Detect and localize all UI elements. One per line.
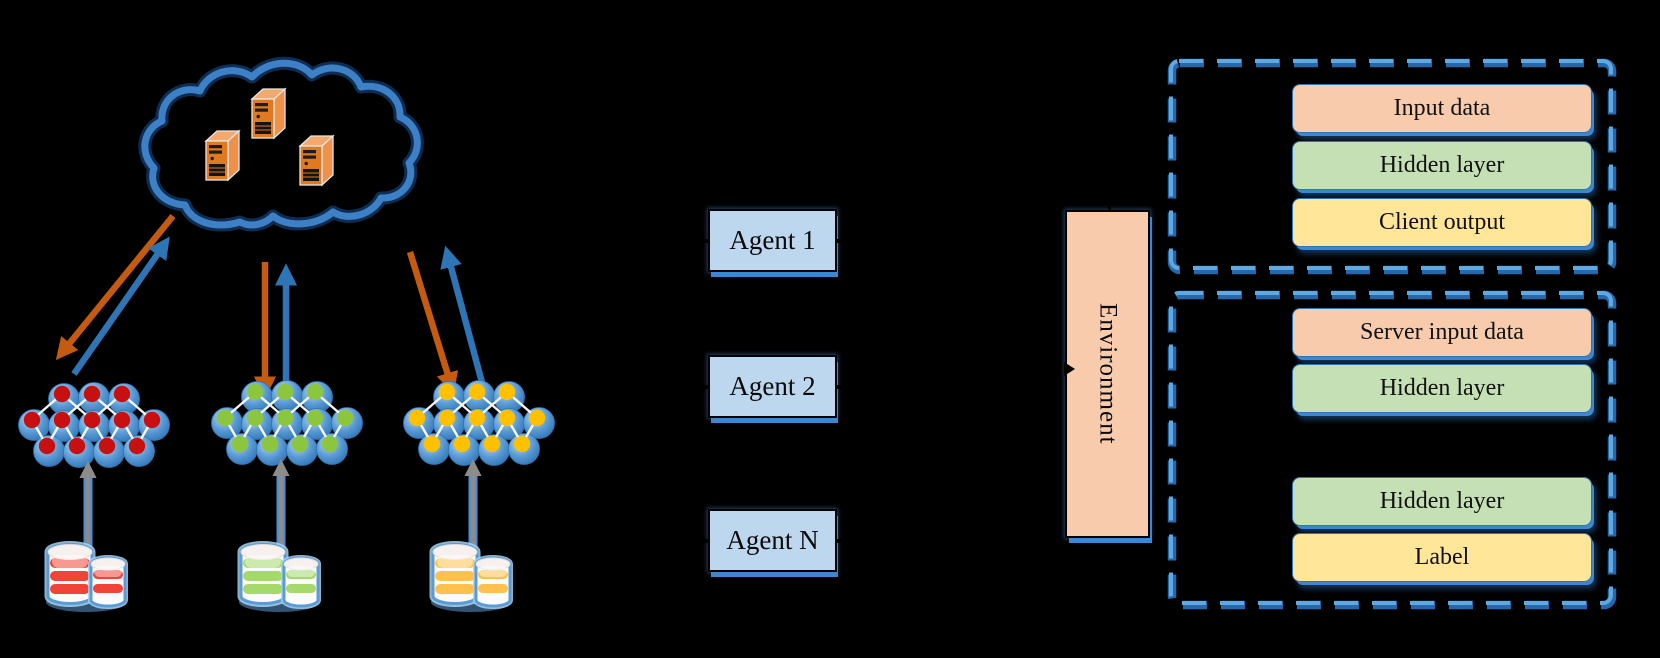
database-icon-client-2 xyxy=(239,545,319,613)
layer-label: Hidden layer xyxy=(1379,375,1505,401)
layer-label: Server input data xyxy=(1360,319,1524,345)
server-dashed-border xyxy=(1167,290,1617,610)
environment-label: Environment xyxy=(1094,303,1122,445)
agent-2-box: Agent 2 xyxy=(697,355,848,418)
agent-n-box: Agent N xyxy=(697,509,848,572)
uplink-arrow-client-3 xyxy=(440,245,488,391)
model-data-connectors xyxy=(79,458,482,548)
downlink-arrow-client-1 xyxy=(55,213,176,361)
agent-1-box: Agent 1 xyxy=(697,209,848,272)
layer-label: Hidden layer xyxy=(1379,152,1505,178)
layer-label: Label xyxy=(1414,544,1470,570)
client-output-layer: Client output xyxy=(1292,198,1592,247)
agent-1-label: Agent 1 xyxy=(729,225,816,255)
federated-learning-scene xyxy=(17,56,556,658)
server-hidden-layer-2: Hidden layer xyxy=(1292,477,1592,526)
client-hidden-layer: Hidden layer xyxy=(1292,141,1592,190)
agent-2-label: Agent 2 xyxy=(729,371,816,401)
environment-box: Environment xyxy=(1064,200,1150,538)
database-icon-client-1 xyxy=(46,545,126,613)
server-model-group xyxy=(1166,289,1618,611)
client-input-data-layer: Input data xyxy=(1292,84,1592,133)
neural-network-icon-client-1 xyxy=(17,381,171,469)
cloud-icon xyxy=(138,56,424,232)
layer-label: Client output xyxy=(1379,209,1505,235)
uplink-arrow-client-1 xyxy=(71,236,170,376)
layer-label: Input data xyxy=(1393,95,1491,121)
server-tower-icon xyxy=(205,130,240,181)
agent-n-label: Agent N xyxy=(726,525,819,555)
cloud-client-arrows xyxy=(55,213,488,399)
server-label-layer: Label xyxy=(1292,533,1592,582)
downlink-arrow-client-3 xyxy=(406,251,458,395)
layer-label: Hidden layer xyxy=(1379,488,1505,514)
client-model-group xyxy=(1166,57,1618,276)
neural-network-icon-client-3 xyxy=(402,379,556,467)
server-tower-icon xyxy=(251,88,286,139)
server-input-data-layer: Server input data xyxy=(1292,308,1592,357)
client-dashed-border xyxy=(1167,58,1617,275)
server-hidden-layer-1: Hidden layer xyxy=(1292,364,1592,413)
database-icon-client-3 xyxy=(431,545,511,613)
neural-network-icon-client-2 xyxy=(210,379,364,467)
server-tower-icon xyxy=(299,135,334,186)
